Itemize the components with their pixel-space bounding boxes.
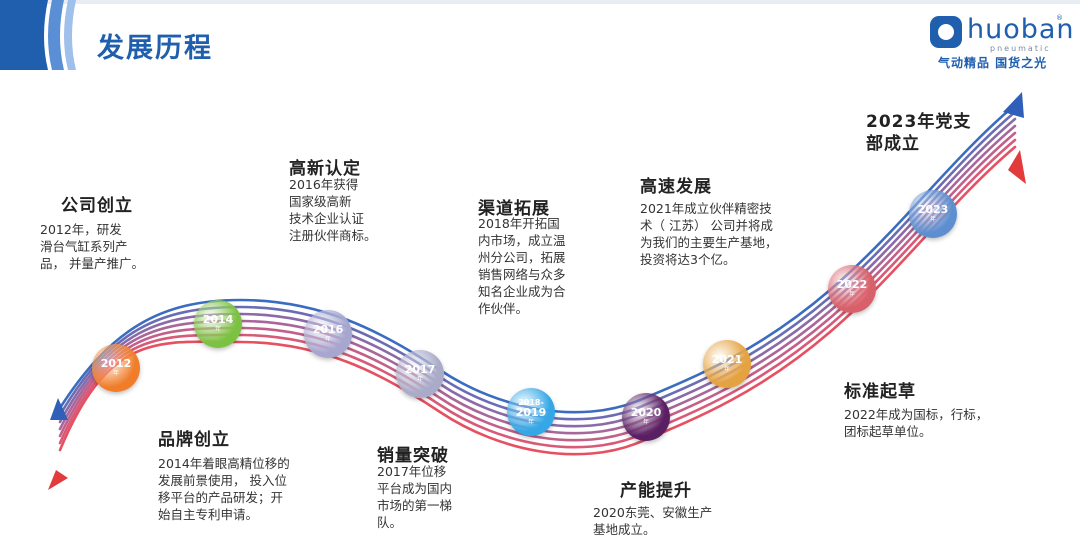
year-label: 2016 bbox=[312, 323, 344, 336]
year-label: 2022 bbox=[836, 278, 868, 291]
year-unit: 年 bbox=[527, 418, 534, 426]
wave-arrow-right-bottom bbox=[1008, 150, 1026, 184]
header-band bbox=[0, 0, 1080, 4]
wave-arrow-left bbox=[50, 398, 68, 420]
wave-arrow-left-bottom bbox=[48, 470, 68, 490]
year-node-2023: 2023 年 bbox=[909, 190, 957, 238]
event-desc-rapid-growth: 2021年成立伙伴精密技 术（ 江苏） 公司并将成 为我们的主要生产基地， 投资… bbox=[640, 201, 778, 267]
event-title-brand-founded: 品牌创立 bbox=[158, 430, 230, 450]
logo-registered: ® bbox=[1056, 14, 1063, 22]
year-node-2014: 2014 年 bbox=[194, 300, 242, 348]
year-label: 2017 bbox=[404, 363, 436, 376]
logo-mark-icon bbox=[930, 16, 962, 48]
year-node-2017: 2017 年 bbox=[396, 350, 444, 398]
year-label: 2018- bbox=[518, 397, 544, 407]
brand-logo: huoban ® pneumatic 气动精品 国货之光 bbox=[930, 14, 1074, 70]
year-node-2012: 2012 年 bbox=[92, 344, 140, 392]
year-label: 2012 bbox=[100, 357, 132, 370]
event-desc-company-founded: 2012年，研发 滑台气缸系列产 品， 并量产推广。 bbox=[40, 222, 144, 271]
year-label: 2023 bbox=[917, 203, 949, 216]
event-desc-brand-founded: 2014年着眼高精位移的 发展前景使用， 投入位 移平台的产品研发；开 始自主专… bbox=[158, 456, 290, 522]
event-desc-standards: 2022年成为国标，行标， 团标起草单位。 bbox=[844, 407, 989, 439]
logo-subtitle: pneumatic bbox=[990, 44, 1051, 53]
event-title-capacity: 产能提升 bbox=[620, 481, 692, 501]
year-label: 2021 bbox=[711, 353, 743, 366]
wave-arrow-right bbox=[1003, 92, 1024, 118]
year-unit: 年 bbox=[324, 336, 331, 343]
event-title-high-tech: 高新认定 bbox=[289, 159, 361, 179]
year-unit: 年 bbox=[848, 291, 855, 298]
page-title: 发展历程 bbox=[97, 33, 213, 64]
year-unit: 年 bbox=[642, 419, 649, 426]
event-title-party-branch: 2023年党支 部成立 bbox=[866, 112, 972, 154]
event-title-company-founded: 公司创立 bbox=[61, 196, 133, 216]
year-unit: 年 bbox=[112, 370, 119, 377]
event-desc-capacity: 2020东莞、安徽生产 基地成立。 bbox=[593, 505, 713, 537]
logo-slogan: 气动精品 国货之光 bbox=[938, 56, 1048, 70]
year-node-2018-2019: 2018- 2019 年 bbox=[507, 388, 555, 436]
year-node-2022: 2022 年 bbox=[828, 265, 876, 313]
event-desc-high-tech: 2016年获得 国家级高新 技术企业认证 注册伙伴商标。 bbox=[289, 177, 377, 243]
year-label-2: 2019 bbox=[515, 405, 547, 419]
event-desc-channel-expansion: 2018年开拓国 内市场，成立温 州分公司，拓展 销售网络与众多 知名企业成为合… bbox=[478, 216, 566, 316]
event-title-channel-expansion: 渠道拓展 bbox=[478, 199, 550, 219]
header-decoration bbox=[0, 0, 76, 70]
event-title-rapid-growth: 高速发展 bbox=[640, 177, 712, 197]
year-unit: 年 bbox=[929, 216, 936, 223]
logo-name: huoban bbox=[967, 14, 1075, 45]
year-unit: 年 bbox=[214, 326, 221, 333]
year-label: 2020 bbox=[630, 406, 662, 419]
year-node-2021: 2021 年 bbox=[703, 340, 751, 388]
year-unit: 年 bbox=[416, 376, 423, 383]
year-unit: 年 bbox=[723, 366, 730, 373]
event-title-standards: 标准起草 bbox=[844, 382, 916, 402]
event-title-sales-breakthrough: 销量突破 bbox=[377, 446, 449, 466]
year-node-2016: 2016 年 bbox=[304, 310, 352, 358]
year-node-2020: 2020 年 bbox=[622, 393, 670, 441]
event-desc-sales-breakthrough: 2017年位移 平台成为国内 市场的第一梯 队。 bbox=[377, 464, 453, 530]
year-label: 2014 bbox=[202, 313, 234, 326]
